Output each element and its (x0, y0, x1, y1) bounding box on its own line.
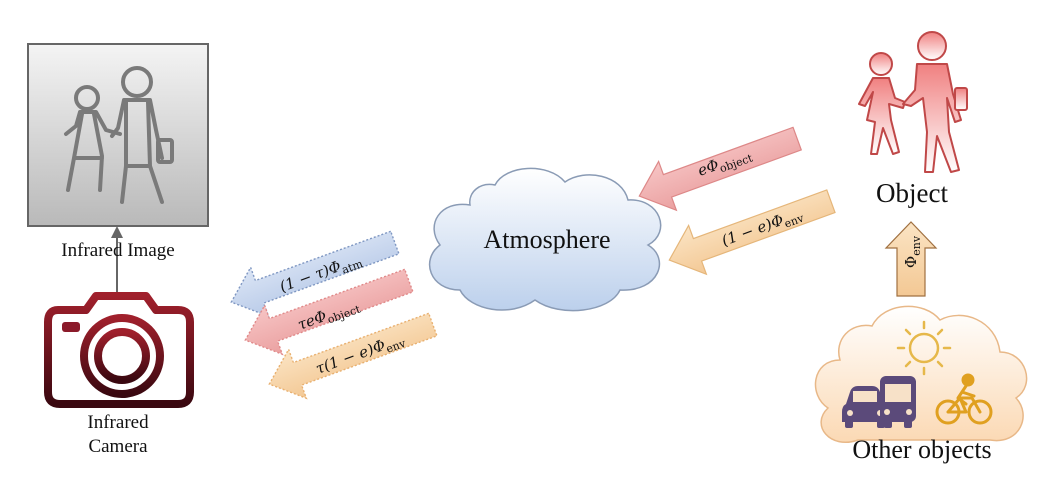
label-infrared-camera-line2: Camera (88, 436, 148, 457)
arrow-tau-one-minus-e-phi-env (268, 312, 438, 400)
arrow-atm-term (230, 230, 400, 318)
bus-icon (880, 376, 916, 428)
arrow-phi-env-vertical (884, 221, 938, 297)
atmosphere-cloud (429, 167, 662, 312)
camera-icon (44, 292, 194, 408)
label-object: Object (876, 178, 948, 208)
infrared-image (27, 43, 209, 227)
connector-arrowhead (111, 226, 123, 238)
arrow-e-phi-object (638, 126, 803, 212)
arrow-one-minus-e-phi-env (668, 189, 836, 276)
label-atmosphere: Atmosphere (483, 225, 610, 254)
label-other-objects: Other objects (852, 435, 991, 464)
other-objects-cloud (814, 305, 1028, 443)
label-infrared-image: Infrared Image (61, 240, 174, 261)
object-pedestrians-icon (858, 31, 968, 173)
arrow-tau-e-phi-object (244, 268, 414, 356)
pedestrians-icon (64, 66, 174, 204)
sun-icon (896, 320, 952, 376)
label-phi-env-vertical: Φenv (902, 235, 923, 268)
cyclist-icon (935, 373, 993, 425)
car-icon (842, 386, 888, 428)
label-infrared-camera-line1: Infrared (87, 412, 149, 433)
